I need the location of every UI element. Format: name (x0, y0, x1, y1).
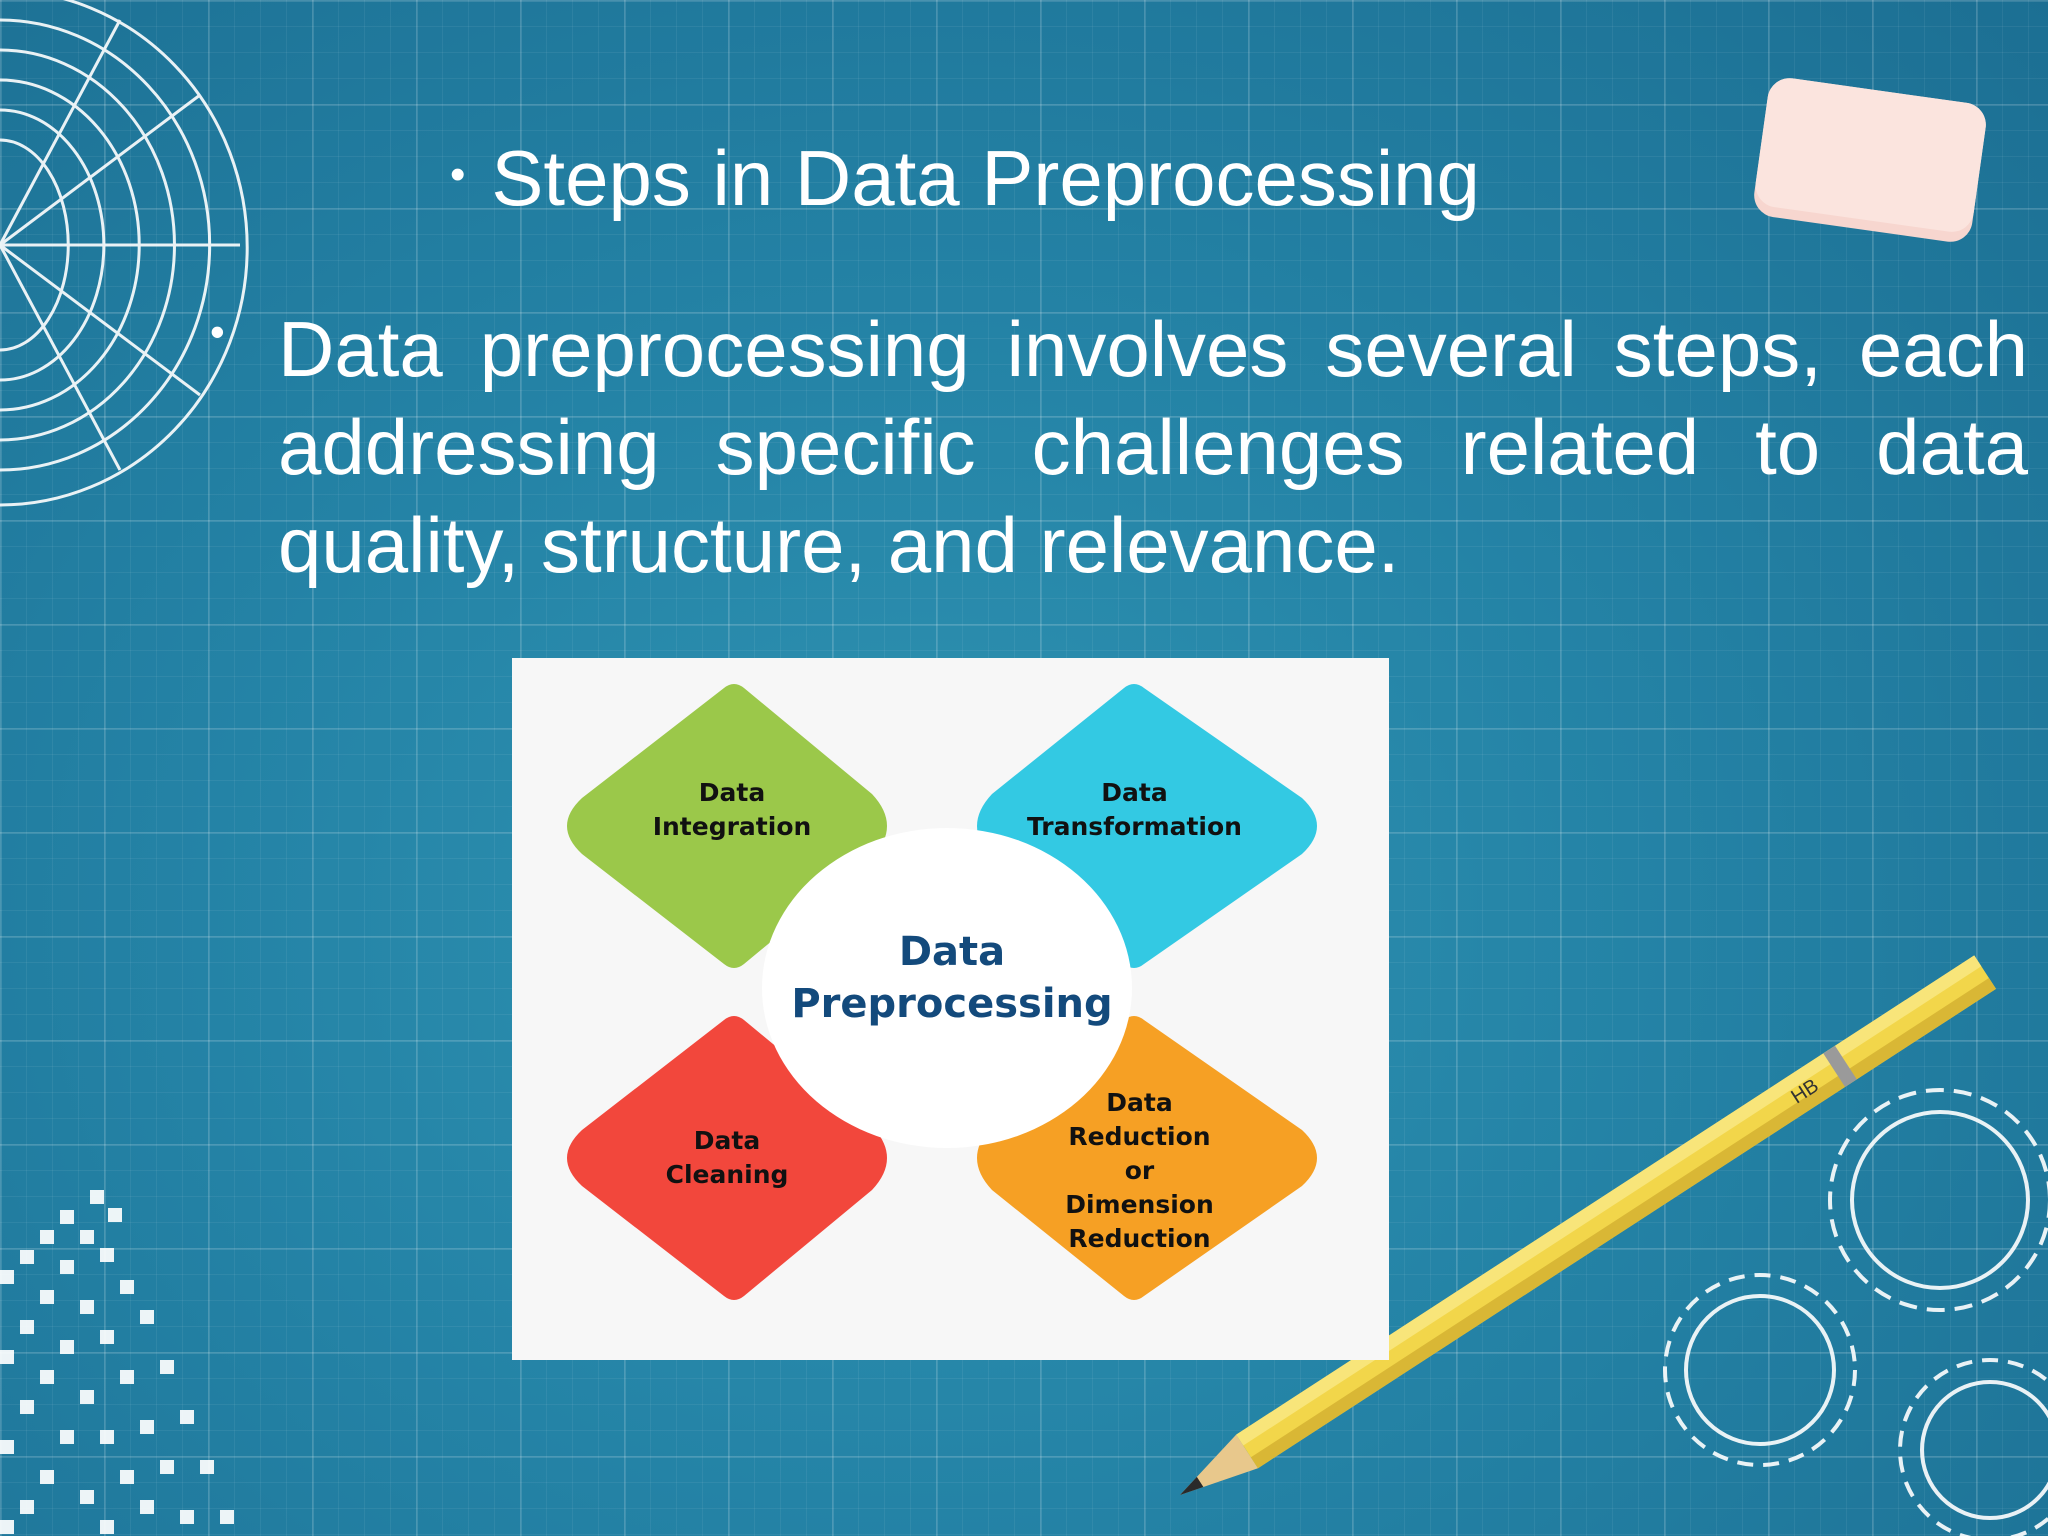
body-paragraph: Data preprocessing involves several step… (278, 305, 2028, 589)
eraser-decoration (1754, 78, 1986, 242)
slide-title: • Steps in Data Preprocessing (450, 128, 1650, 225)
step-label-integration: Data Integration (652, 778, 812, 841)
gears-decoration (1663, 1088, 2048, 1536)
step-label-cleaning: Data Cleaning (665, 1126, 789, 1189)
step-label-transformation: Data Transformation (1027, 778, 1242, 841)
protractor-decoration (0, 0, 249, 507)
data-preprocessing-diagram: Data Integration Data Transformation Dat… (512, 658, 1389, 1360)
step-label-reduction: Data Reduction or Dimension Reduction (1065, 1088, 1214, 1253)
body-bullet: • (210, 308, 225, 355)
pencil-decoration: HB (1180, 955, 1997, 1495)
center-ellipse (762, 828, 1132, 1148)
center-label: Data Preprocessing (791, 929, 1113, 1027)
title-bullet: • (450, 150, 466, 199)
pixel-pattern-decoration (0, 1190, 234, 1534)
title-text: Steps in Data Preprocessing (491, 134, 1480, 222)
